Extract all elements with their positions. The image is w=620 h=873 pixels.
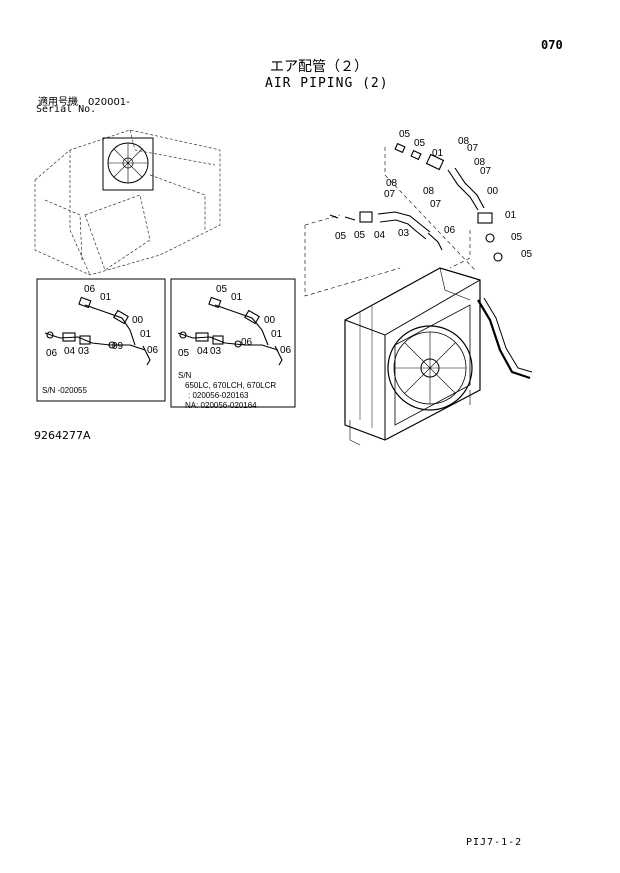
callout: 04 [64, 346, 76, 357]
radiator-assembly-drawing [344, 267, 533, 446]
callout: 03 [210, 346, 222, 357]
callout: 01 [140, 329, 152, 340]
callout: 03 [398, 228, 410, 239]
callout: 05 [414, 138, 426, 149]
svg-text:650LC, 670LCH, 670LCR: 650LC, 670LCH, 670LCR [185, 381, 276, 390]
callout: 00 [132, 315, 144, 326]
footer-code: PIJ7-1-2 [466, 837, 523, 848]
svg-text:: 020056-020163: : 020056-020163 [188, 391, 249, 400]
pipe-parts-drawing [329, 142, 503, 262]
drawing-number: 9264277A [34, 429, 91, 442]
callout: 01 [271, 329, 283, 340]
inset-box-2: 05 01 00 01 05 04 03 06 06 S/N 650LC, 67… [170, 278, 296, 410]
title-english: AIR PIPING (2) [265, 76, 389, 91]
callout: 05 [178, 348, 190, 359]
leader-lines [304, 147, 476, 297]
callout: 01 [432, 148, 444, 159]
svg-text:NA: 020056-020164: NA: 020056-020164 [185, 401, 257, 410]
inset1-callouts: 06 01 00 01 06 04 03 09 06 [46, 284, 159, 359]
callout: 08 [458, 136, 470, 147]
callout: 06 [46, 348, 58, 359]
callout: 00 [487, 186, 499, 197]
callout: 01 [505, 210, 517, 221]
callout: 06 [147, 345, 159, 356]
callout: 05 [511, 232, 523, 243]
title-japanese: エア配管（２） [270, 59, 368, 75]
serial-label-english: Serial No. [36, 104, 97, 115]
serial-label-japanese: 適用号機 020001- [38, 97, 130, 108]
callout: 06 [84, 284, 96, 295]
svg-text:S/N: S/N [178, 371, 192, 380]
callout: 07 [384, 189, 396, 200]
callout: 01 [100, 292, 112, 303]
callout: 07 [430, 199, 442, 210]
callout: 04 [374, 230, 386, 241]
callout: 05 [399, 129, 411, 140]
inset1-serial-note: S/N -020055 [42, 386, 87, 395]
callout: 00 [264, 315, 276, 326]
callout: 05 [521, 249, 533, 260]
inset2-note: S/N 650LC, 670LCH, 670LCR : 020056-02016… [178, 371, 276, 410]
inset-box-1: 06 01 00 01 06 04 03 09 06 S/N -020055 [36, 278, 166, 402]
callout: 07 [467, 143, 479, 154]
callout: 05 [216, 284, 228, 295]
callout: 04 [197, 346, 209, 357]
callout: 05 [335, 231, 347, 242]
callout: 07 [480, 166, 492, 177]
callout: 08 [423, 186, 435, 197]
callout: 05 [354, 230, 366, 241]
callout: 03 [78, 346, 90, 357]
callout: 08 [386, 178, 398, 189]
callout: 01 [231, 292, 243, 303]
callout: 06 [280, 345, 292, 356]
callout: 06 [444, 225, 456, 236]
callout: 08 [474, 157, 486, 168]
main-callouts: 05 05 01 08 07 08 07 00 08 07 08 07 05 0… [335, 129, 533, 260]
page-number: 070 [541, 38, 563, 52]
callout: 09 [112, 341, 124, 352]
machine-overview-drawing [34, 129, 221, 276]
inset2-callouts: 05 01 00 01 05 04 03 06 06 [178, 284, 292, 359]
callout: 06 [241, 337, 253, 348]
